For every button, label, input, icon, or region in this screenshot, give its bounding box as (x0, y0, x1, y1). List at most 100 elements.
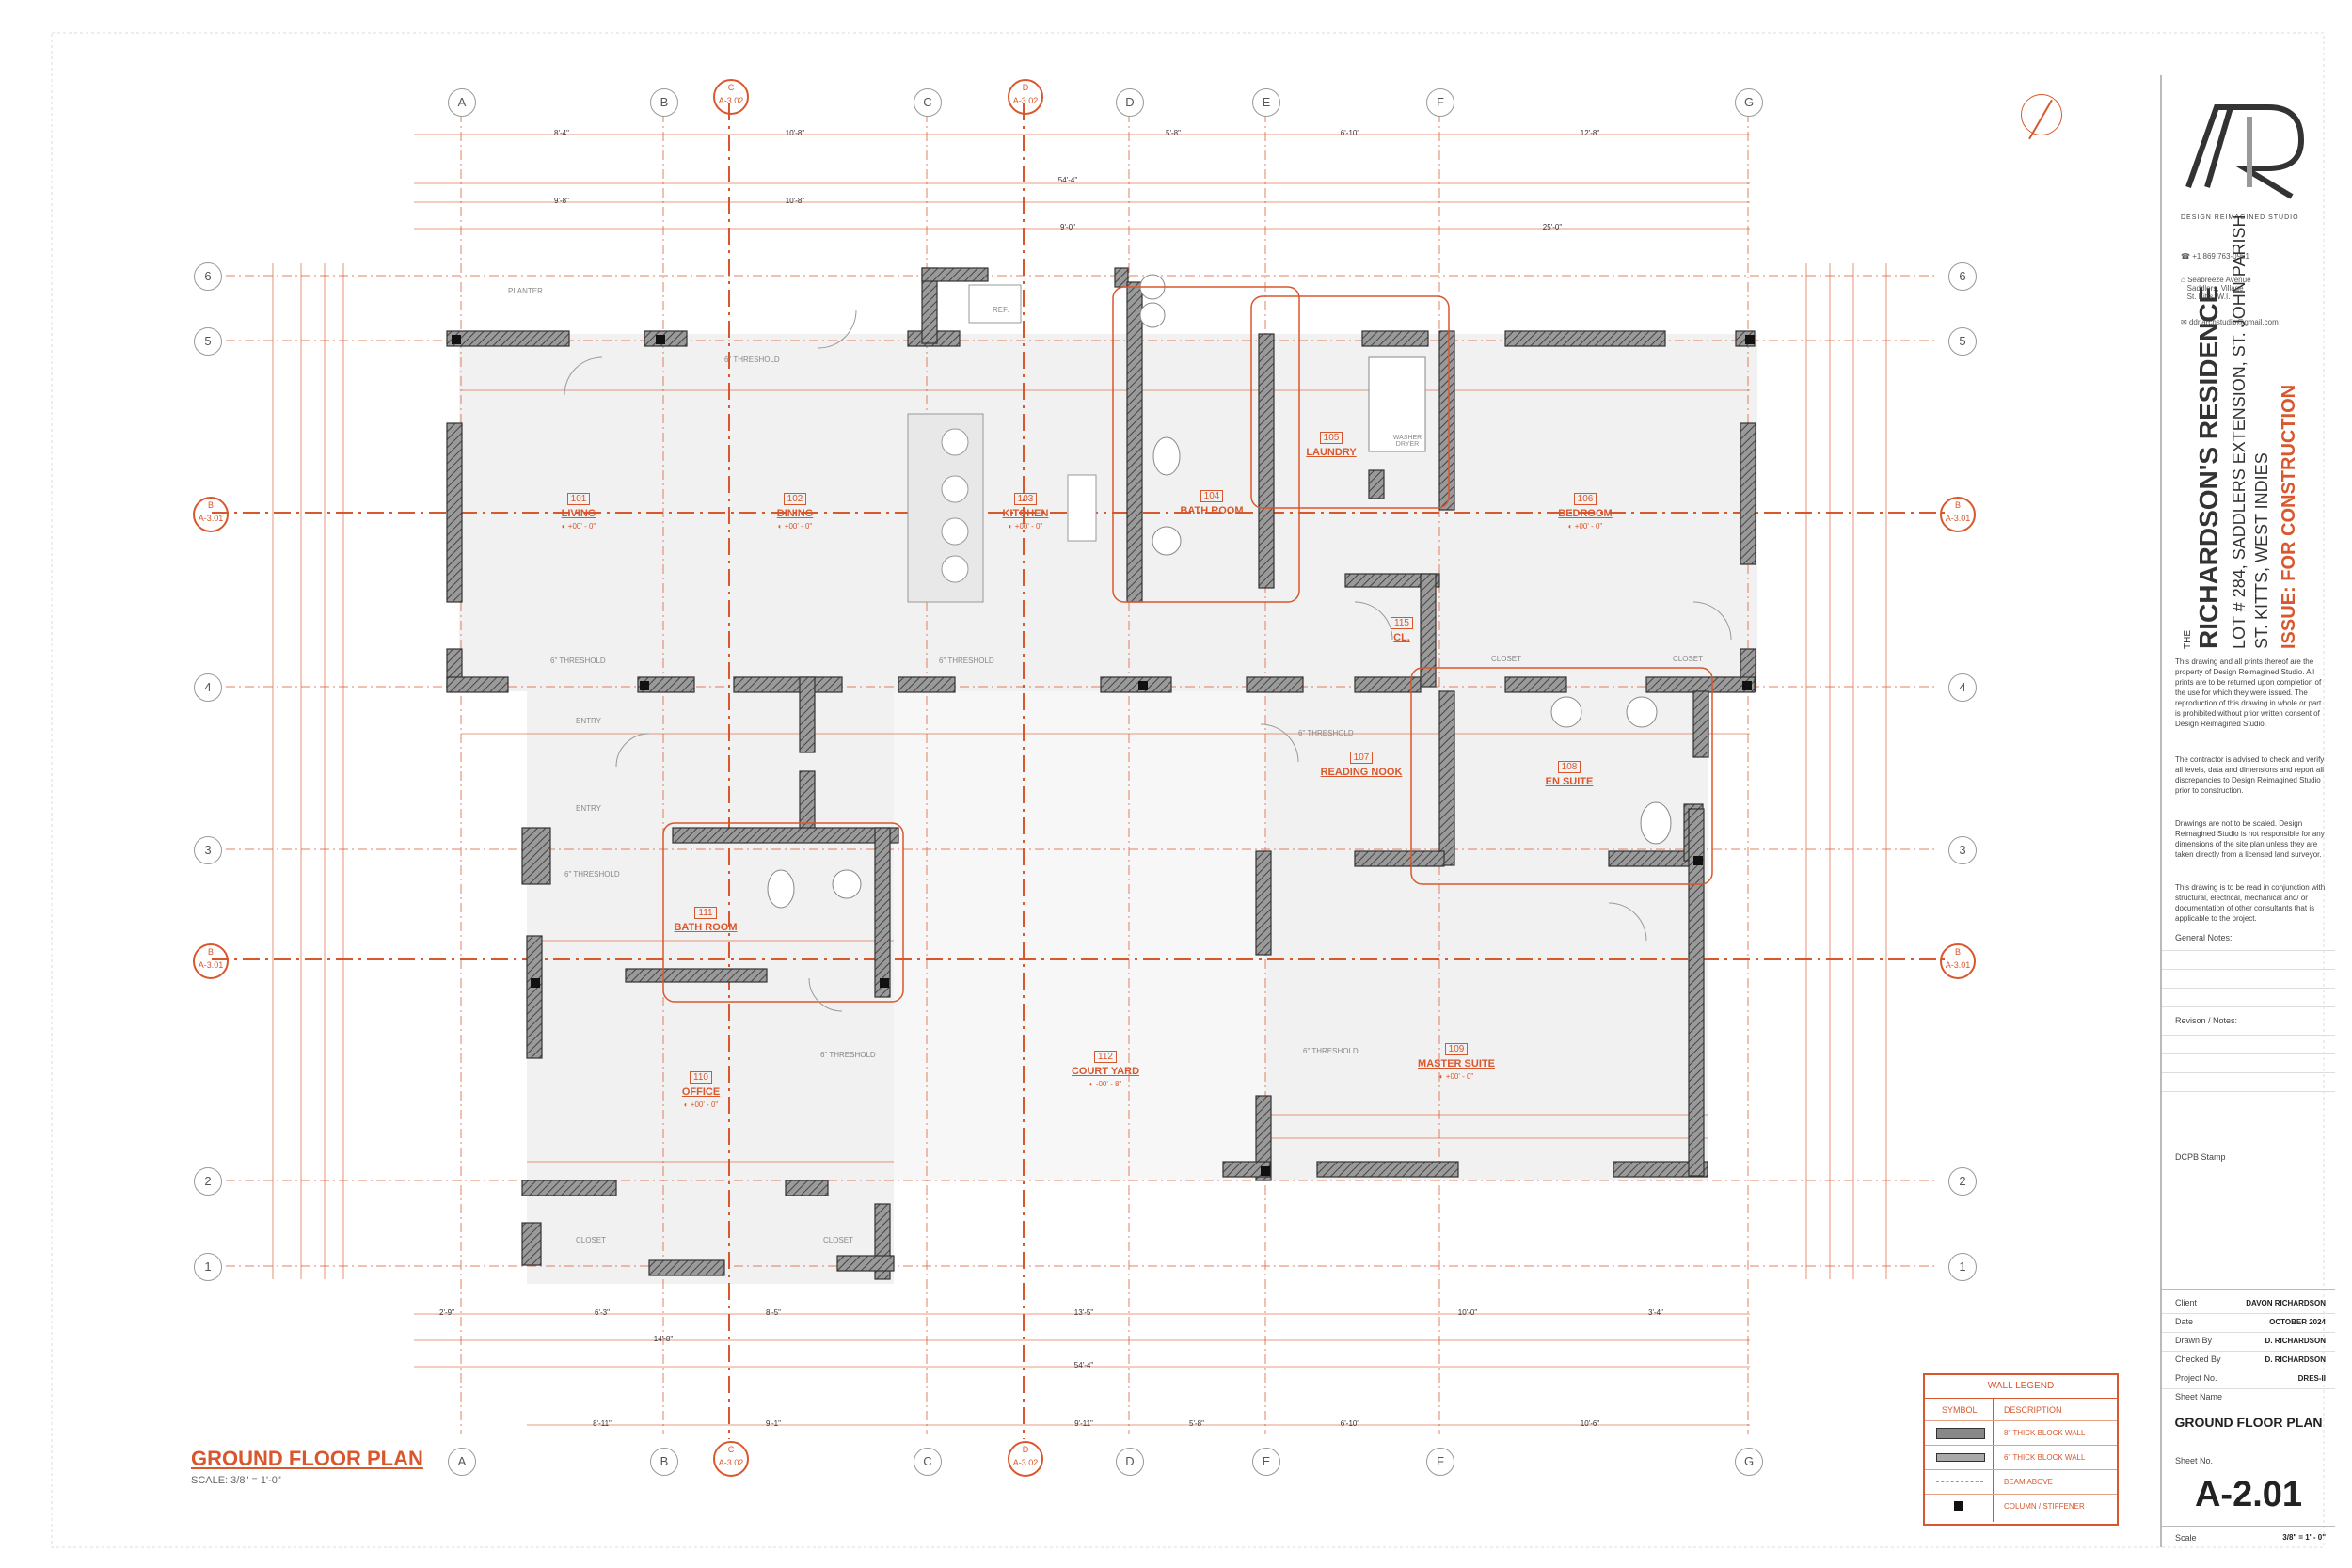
room-name: EN SUITE (1545, 776, 1594, 787)
room-elevation: ◐ +00' - 0" (1567, 522, 1603, 531)
grid-bubble-b-top: B (650, 88, 678, 117)
room-number: 112 (1094, 1051, 1117, 1063)
room-enclosures (662, 286, 1713, 1003)
studio-logo-icon (2179, 98, 2320, 201)
label-closet: CLOSET (1673, 655, 1704, 663)
grid-bubble-2-right: 2 (1948, 1167, 1977, 1196)
legend-symbol-6in-wall (1936, 1453, 1985, 1462)
sheet-name-value: GROUND FLOOR PLAN (2174, 1415, 2323, 1430)
label-threshold: 6" THRESHOLD (939, 657, 994, 665)
grid-bubble-4-right: 4 (1948, 673, 1977, 702)
floor-slab (459, 334, 1757, 1284)
label-threshold: 6" THRESHOLD (564, 870, 620, 879)
dimension-label: 6'-10" (1340, 129, 1360, 137)
grid-bubble-1-right: 1 (1948, 1253, 1977, 1281)
dimension-label: 10'-6" (1580, 1419, 1600, 1428)
dimension-label: 12'-8" (1580, 129, 1600, 137)
room-name: MASTER SUITE (1418, 1058, 1495, 1069)
date-value: OCTOBER 2024 (2269, 1318, 2326, 1326)
scale-label: Scale (2175, 1533, 2197, 1543)
room-number: 101 (566, 493, 591, 505)
note-scale: Drawings are not to be scaled. Design Re… (2175, 819, 2325, 859)
dimension-label: 9'-1" (766, 1419, 781, 1428)
dimension-label: 10'-8" (785, 197, 805, 205)
issue-status: ISSUE: FOR CONSTRUCTION (2279, 384, 2299, 649)
dimension-label: 13'-5" (1073, 1308, 1094, 1317)
scale-value: 3/8" = 1' - 0" (2282, 1533, 2326, 1542)
note-property: This drawing and all prints thereof are … (2175, 657, 2322, 728)
plan-scale: SCALE: 3/8" = 1'-0" (191, 1475, 281, 1486)
dimension-label: 5'-8" (1166, 129, 1181, 137)
dimension-label: 10'-0" (1457, 1308, 1478, 1317)
room-number: 115 (1391, 617, 1413, 629)
label-washer-dryer: WASHER DRYER (1392, 435, 1422, 448)
room-number: 104 (1200, 490, 1224, 502)
legend-row: COLUMN / STIFFENER (1925, 1494, 2117, 1519)
dimension-label: 10'-8" (785, 129, 805, 137)
label-entry: ENTRY (576, 804, 601, 813)
project-no-value: DRES-II (2297, 1374, 2326, 1383)
kitchen-fixtures (907, 284, 1097, 603)
room-number: 105 (1319, 432, 1343, 444)
label-threshold: 6" THRESHOLD (1303, 1047, 1359, 1055)
grid-bubble-a-top: A (448, 88, 476, 117)
contact-phone: ☎ +1 869 763-0961 (2181, 252, 2249, 261)
room-name: BATH ROOM (674, 922, 738, 933)
date-label: Date (2175, 1317, 2194, 1326)
drawn-by-label: Drawn By (2175, 1336, 2213, 1345)
room-name: LAUNDRY (1306, 447, 1357, 458)
grid-bubble-3-left: 3 (194, 836, 222, 864)
project-no-label: Project No. (2175, 1373, 2217, 1383)
room-name: LIVING (561, 508, 596, 519)
legend-col-description: DESCRIPTION (2004, 1405, 2062, 1415)
sheet-name-label: Sheet Name (2175, 1392, 2223, 1402)
dimension-label: 8'-4" (554, 129, 569, 137)
grid-bubble-e-bottom: E (1252, 1448, 1280, 1476)
label-closet: CLOSET (576, 1236, 607, 1244)
label-ref: REF. (993, 306, 1009, 314)
grid-bubble-e-top: E (1252, 88, 1280, 117)
label-entry: ENTRY (576, 717, 601, 725)
legend-symbol-beam (1936, 1481, 1983, 1482)
grid-bubble-g-bottom: G (1735, 1448, 1763, 1476)
room-name: DINING (776, 508, 814, 519)
sheet-no-label: Sheet No. (2175, 1456, 2214, 1465)
dimension-label: 2'-9" (439, 1308, 454, 1317)
grid-bubble-1-left: 1 (194, 1253, 222, 1281)
dimension-label: 6'-10" (1340, 1419, 1360, 1428)
room-name: COURT YARD (1071, 1066, 1140, 1077)
client-label: Client (2175, 1298, 2198, 1307)
legend-title: WALL LEGEND (1987, 1381, 2055, 1391)
grid-bubble-f-top: F (1426, 88, 1454, 117)
legend-symbol-8in-wall (1936, 1428, 1985, 1439)
grid-bubble-5-left: 5 (194, 327, 222, 356)
grid-bubble-g-top: G (1735, 88, 1763, 117)
legend-symbol-column (1954, 1501, 1963, 1511)
client-value: DAVON RICHARDSON (2246, 1299, 2326, 1307)
studio-name: DESIGN REIMAGINED STUDIO (2181, 214, 2299, 221)
grid-bubble-d-bottom: D (1116, 1448, 1144, 1476)
room-name: BATH ROOM (1180, 505, 1244, 516)
checked-by-label: Checked By (2175, 1354, 2221, 1364)
section-lines (212, 103, 1947, 1439)
legend-col-symbol: SYMBOL (1942, 1405, 1978, 1415)
dimension-label: 6'-3" (595, 1308, 610, 1317)
label-planter: PLANTER (508, 287, 543, 295)
plan-title: GROUND FLOOR PLAN (191, 1447, 423, 1470)
